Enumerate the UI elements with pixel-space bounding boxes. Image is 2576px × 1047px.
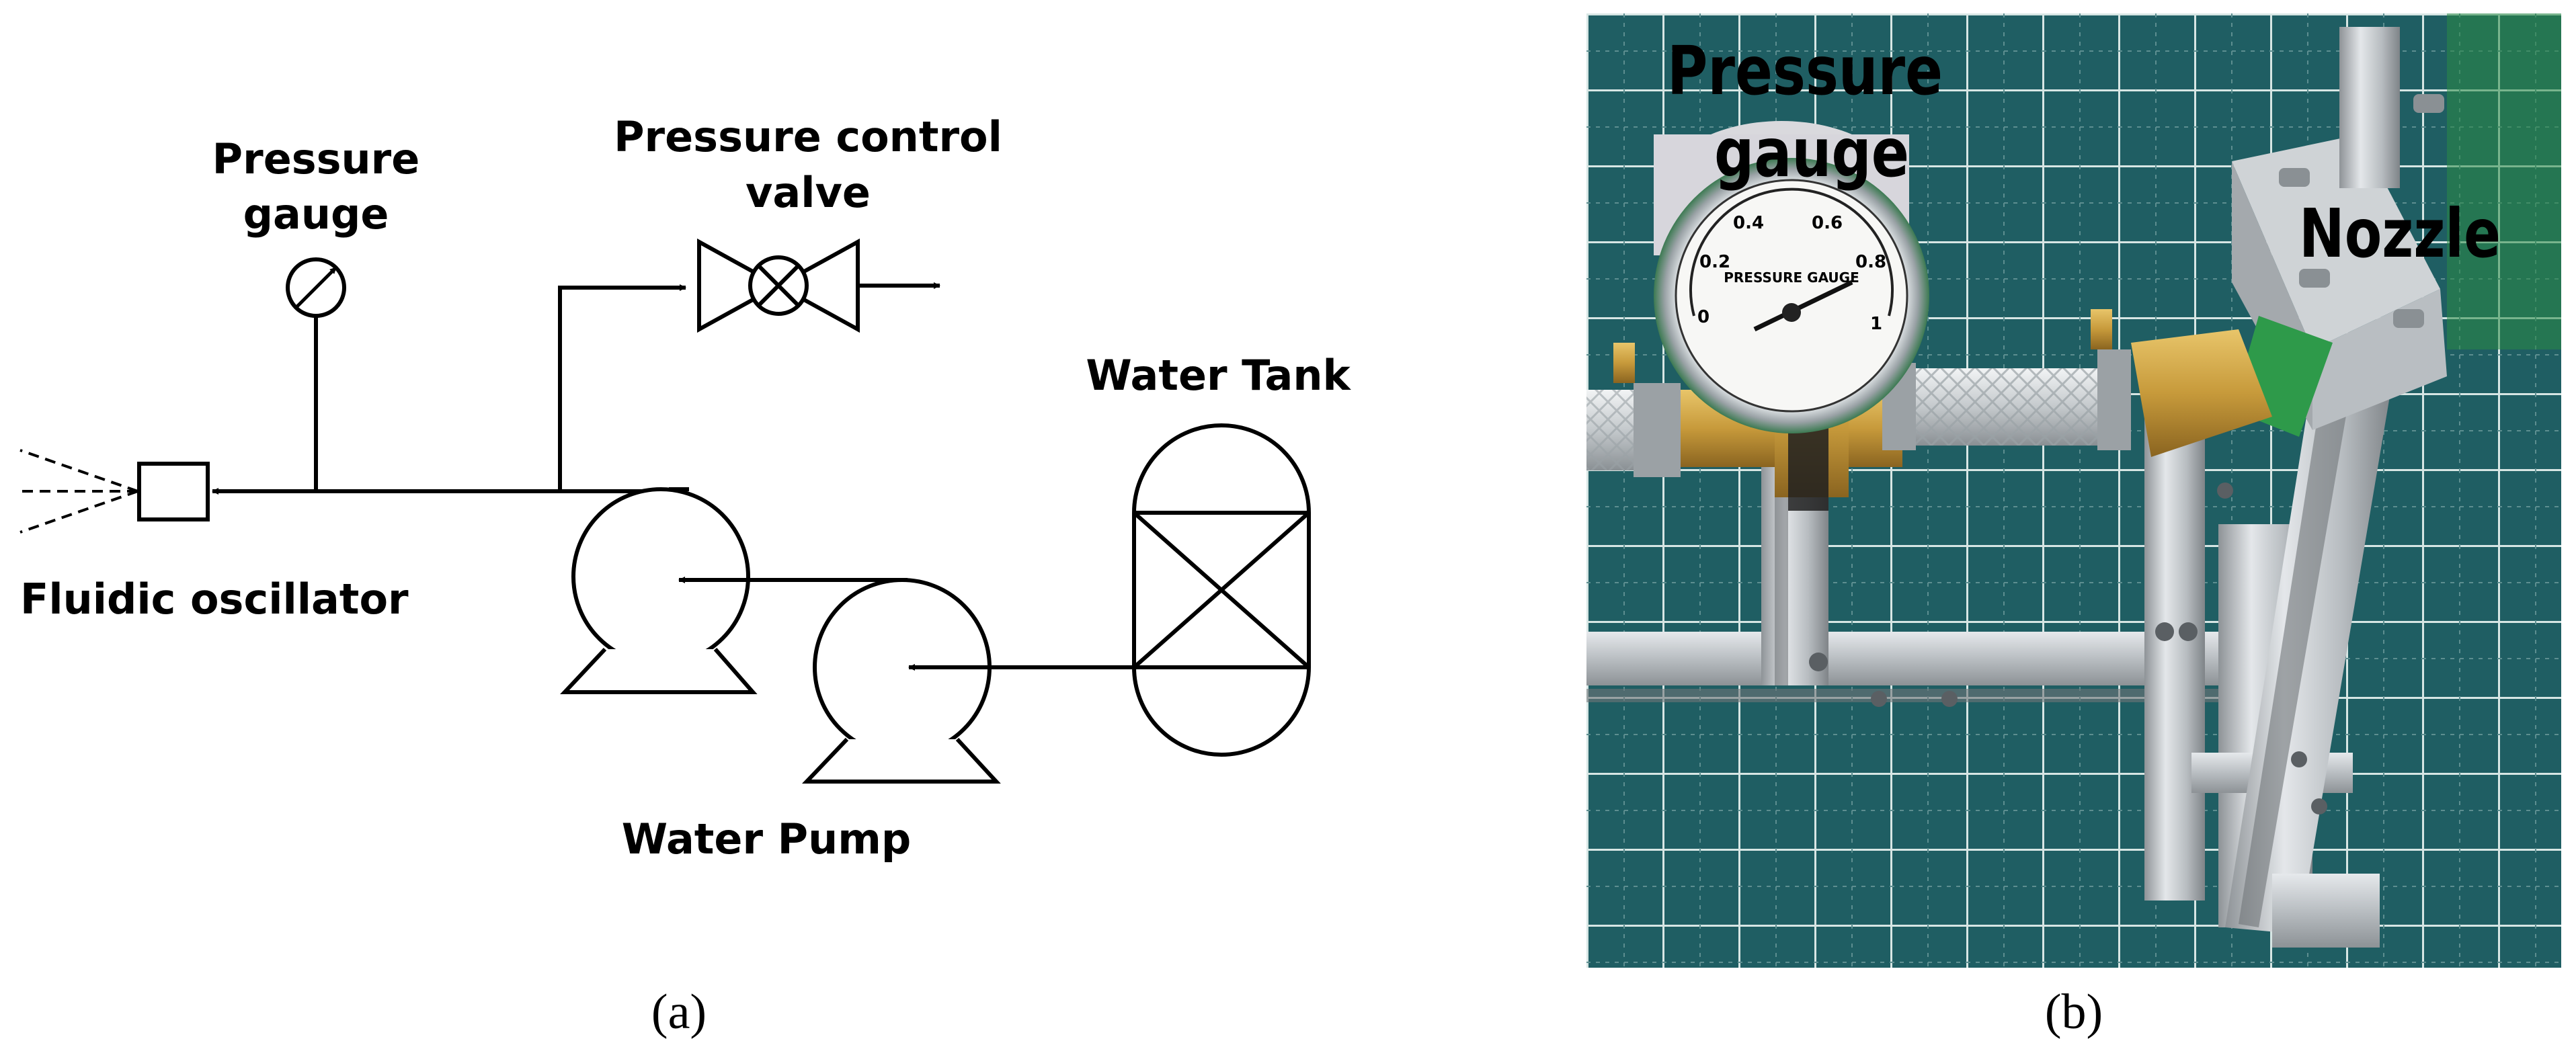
label-water-pump: Water Pump: [622, 814, 911, 864]
water-pump-1-symbol: [560, 487, 758, 694]
label-pressure-control-valve-line2: valve: [746, 168, 871, 217]
schematic-panel: Pressure gauge Pressure control valve Wa…: [19, 112, 1351, 864]
label-pressure-gauge-line1: Pressure: [212, 134, 420, 183]
gauge-tick-08: 0.8: [1855, 252, 1886, 272]
pressure-gauge-photo: 0 0.2 0.4 0.6 0.8 1 PRESSURE GAUGE: [1654, 121, 1929, 433]
water-tank-symbol: [1132, 423, 1311, 757]
caption-a: (a): [651, 985, 707, 1040]
gauge-dial-title: PRESSURE GAUGE: [1724, 269, 1859, 286]
photo-panel: 0 0.2 0.4 0.6 0.8 1 PRESSURE GAUGE Press…: [1586, 13, 2561, 968]
gauge-tick-02: 0.2: [1699, 252, 1730, 272]
label-water-tank: Water Tank: [1086, 351, 1351, 400]
nozzle-block: [2232, 27, 2447, 437]
label-pressure-gauge-line2: gauge: [243, 190, 389, 239]
photo-label-pressure-gauge-line2: gauge: [1714, 114, 1909, 192]
fluidic-oscillator-symbol: [19, 449, 210, 534]
gauge-needle: [1753, 280, 1853, 332]
photo-label-nozzle: Nozzle: [2299, 194, 2501, 273]
pressure-control-valve-symbol: [697, 238, 860, 333]
gauge-tick-04: 0.4: [1733, 213, 1764, 233]
label-fluidic-oscillator: Fluidic oscillator: [20, 575, 409, 624]
aluminum-frame: [1586, 336, 2393, 948]
pressure-gauge-symbol: [286, 257, 346, 318]
label-pressure-control-valve-line1: Pressure control: [614, 112, 1002, 161]
gauge-tick-06: 0.6: [1812, 213, 1843, 233]
spray-lines: [19, 449, 138, 534]
water-pump-2-symbol: [802, 578, 1001, 784]
valve-branch-pipe: [558, 284, 686, 491]
photo-label-pressure-gauge-line1: Pressure: [1667, 32, 1943, 110]
gauge-tick-1: 1: [1870, 314, 1882, 334]
caption-b: (b): [2045, 985, 2103, 1040]
gauge-tick-0: 0: [1697, 307, 1709, 327]
